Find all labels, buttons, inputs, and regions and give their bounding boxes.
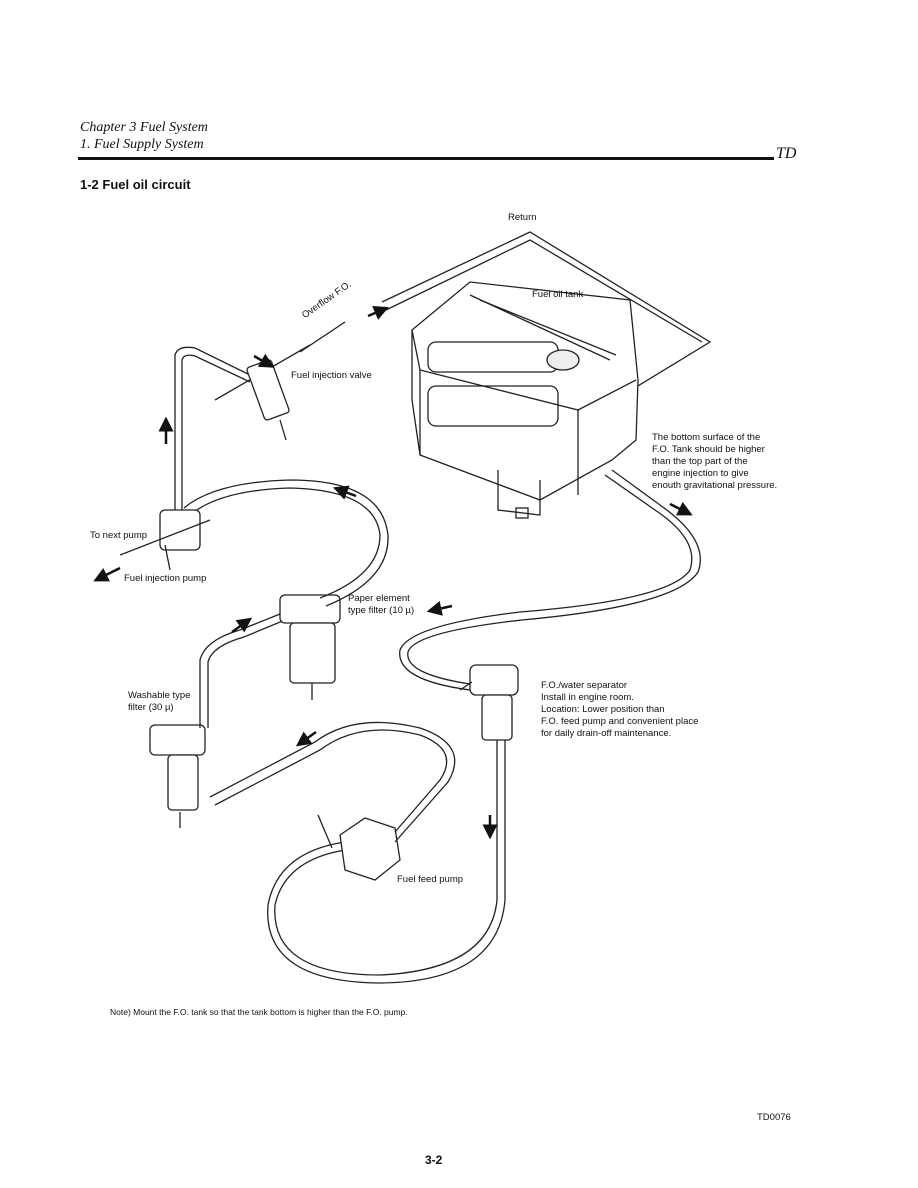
injection-valve [214, 344, 311, 441]
separator-line-3: Location: Lower position than [541, 704, 665, 715]
header-rule [78, 157, 774, 160]
flow-arrow-return [332, 485, 357, 500]
flow-arrow-injpump [93, 566, 121, 582]
label-washable-filter: Washable type filter (30 µ) [128, 690, 191, 714]
chapter-title: Chapter 3 Fuel System [80, 120, 208, 135]
paper-filter-line-1: Paper element [348, 593, 410, 604]
washable-filter-line-2: filter (30 µ) [128, 702, 174, 713]
page-number: 3-2 [425, 1153, 443, 1167]
tank-note-line-4: engine injection to give [652, 468, 749, 479]
separator-line-1: F.O./water separator [541, 680, 628, 691]
injection-pump [119, 509, 211, 571]
paper-filter-line-2: type filter (10 µ) [348, 605, 415, 616]
tank-note: The bottom surface of the F.O. Tank shou… [652, 432, 777, 492]
flow-arrow-overflow [367, 306, 389, 320]
return-line [381, 231, 712, 393]
flow-arrow-tank [669, 501, 693, 516]
figure-code: TD0076 [757, 1112, 791, 1123]
separator-line-5: for daily drain-off maintenance. [541, 728, 672, 739]
separator-line-2: Install in engine room. [541, 692, 634, 703]
label-fuel-injection-valve: Fuel injection valve [291, 370, 372, 381]
label-fuel-oil-tank: Fuel oil tank [532, 289, 584, 300]
flow-arrow-injector [253, 353, 275, 368]
brand-mark: TD [776, 145, 797, 162]
footnote: Note) Mount the F.O. tank so that the ta… [110, 1007, 408, 1017]
tank-note-line-2: F.O. Tank should be higher [652, 444, 765, 455]
label-paper-filter: Paper element type filter (10 µ) [348, 593, 414, 617]
tank-note-line-5: enouth gravitational pressure. [652, 480, 778, 491]
fuel-feed-pump [209, 721, 456, 881]
washable-filter-line-1: Washable type [128, 690, 191, 701]
section-subtitle: 1. Fuel Supply System [80, 137, 204, 152]
label-fuel-injection-pump: Fuel injection pump [124, 573, 207, 584]
separator-to-feedpump-line [274, 740, 498, 976]
separator [459, 664, 519, 741]
section-heading: 1-2 Fuel oil circuit [80, 177, 191, 192]
tank-note-line-1: The bottom surface of the [652, 432, 761, 443]
paper-filter [279, 594, 341, 700]
label-fuel-feed-pump: Fuel feed pump [397, 874, 464, 885]
label-to-next-pump: To next pump [90, 530, 148, 541]
flow-arrow-paper [426, 601, 453, 616]
tank-note-line-3: than the top part of the [652, 456, 748, 467]
washable-filter [149, 724, 206, 828]
label-separator: F.O./water separator Install in engine r… [541, 680, 698, 740]
separator-line-4: F.O. feed pump and convenient place [541, 716, 699, 727]
label-return: Return [508, 212, 537, 223]
flow-arrow-washable [231, 617, 253, 634]
flow-arrow-lower [295, 730, 317, 747]
tank-to-separator-line [399, 474, 693, 691]
fuel-oil-tank [411, 281, 639, 519]
